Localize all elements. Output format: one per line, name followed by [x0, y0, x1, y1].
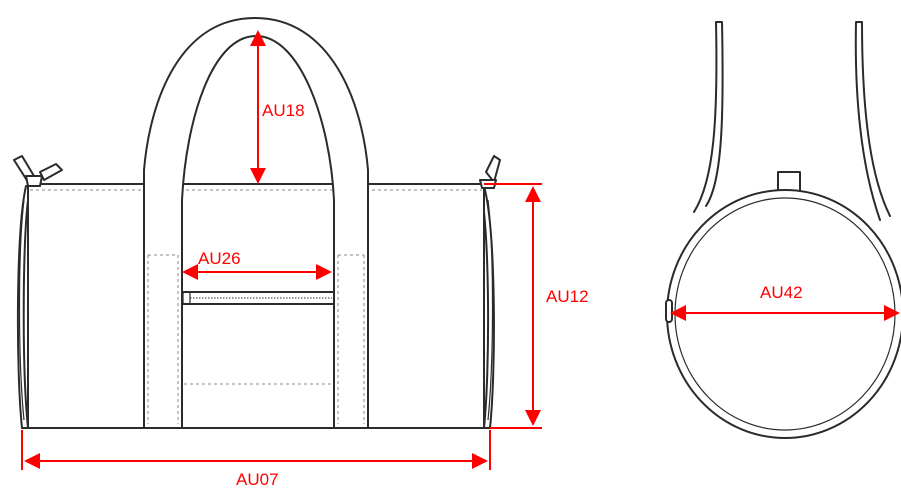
bag-side-view [13, 17, 501, 429]
zipper-pull-right [479, 155, 501, 189]
dimension-pocket-width: AU26 [182, 249, 332, 280]
dimension-handle-drop: AU18 [250, 30, 305, 184]
dimension-end-diameter: AU42 [670, 283, 900, 321]
bag-body [27, 183, 485, 429]
bag-end-view [665, 21, 901, 439]
label-body-length: AU07 [236, 470, 279, 489]
label-body-height: AU12 [546, 287, 589, 306]
dimension-body-height: AU12 [484, 183, 589, 429]
dimension-body-length: AU07 [21, 430, 491, 489]
front-pocket [181, 291, 335, 385]
pocket-zipper-pull [182, 291, 191, 305]
label-end-diameter: AU42 [760, 283, 803, 302]
label-pocket-width: AU26 [198, 249, 241, 268]
zipper-pull-left [13, 155, 63, 187]
end-view-tab [777, 171, 801, 193]
label-handle-drop: AU18 [262, 101, 305, 120]
end-view-strap [693, 21, 724, 213]
